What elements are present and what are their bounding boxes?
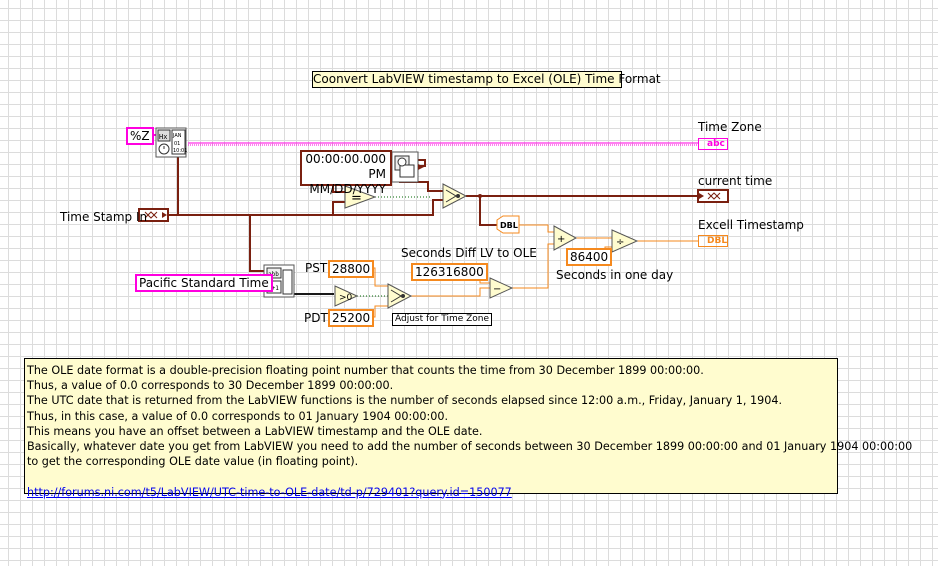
svg-text:JAN: JAN <box>172 133 182 139</box>
equal-node: = <box>344 185 377 209</box>
current-time-label: current time <box>698 174 773 188</box>
timestamp-constant-line1: 00:00:00.000 PM <box>305 152 386 181</box>
timestamp-constant-line2: MM/DD/YYYY <box>309 182 386 196</box>
comment-line: Thus, in this case, a value of 0.0 corre… <box>27 409 449 423</box>
pst-label: PST <box>305 261 328 275</box>
format-date-time-node: Hx JAN 01 10:01 <box>155 127 187 158</box>
pdt-constant[interactable]: 25200 <box>328 309 375 327</box>
add-node: + <box>553 225 578 251</box>
svg-text:+: + <box>557 234 565 245</box>
timezone-name-constant[interactable]: Pacific Standard Time <box>135 274 273 292</box>
comment-line: Basically, whatever date you get from La… <box>27 440 913 454</box>
svg-text:01: 01 <box>174 141 180 147</box>
svg-text:DBL: DBL <box>500 221 518 230</box>
comment-line: The UTC date that is returned from the L… <box>27 394 783 408</box>
select-timestamp-node <box>442 183 468 209</box>
equal-symbol: = <box>351 191 362 206</box>
forum-link[interactable]: http://forums.ni.com/t5/LabVIEW/UTC-time… <box>27 485 512 499</box>
seconds-day-constant[interactable]: 86400 <box>566 248 613 266</box>
greater-than-zero-node: >0 <box>334 285 359 307</box>
get-date-time-node <box>391 151 424 183</box>
time-stamp-in-control <box>138 208 169 222</box>
to-double-node: DBL <box>496 215 520 234</box>
time-zone-label: Time Zone <box>698 120 762 134</box>
time-zone-indicator: abc <box>698 138 728 150</box>
time-stamp-in-label: Time Stamp In <box>60 210 148 224</box>
comment-line: This means you have an offset between a … <box>27 424 483 438</box>
svg-text:−: − <box>493 284 501 295</box>
comment-line: Thus, a value of 0.0 corresponds to 30 D… <box>27 379 394 393</box>
excell-timestamp-indicator: DBL <box>698 235 728 247</box>
svg-text:>0: >0 <box>339 293 353 303</box>
seconds-diff-constant[interactable]: 126316800 <box>411 263 488 281</box>
seconds-in-day-label: Seconds in one day <box>556 268 674 282</box>
comment-line: to get the corresponding OLE date value … <box>27 455 359 469</box>
select-timezone-node <box>387 283 413 309</box>
svg-text:10:01: 10:01 <box>173 148 187 154</box>
time-zone-type: abc <box>707 139 725 149</box>
diagram-title: Coonvert LabVIEW timestamp to Excel (OLE… <box>312 71 661 88</box>
svg-text:5+1: 5+1 <box>268 285 279 292</box>
explanation-comment: The OLE date format is a double-precisio… <box>24 358 913 499</box>
excell-timestamp-label: Excell Timestamp <box>698 218 804 232</box>
divide-node: ÷ <box>611 229 639 253</box>
wire-timezone-string <box>188 142 698 146</box>
format-string-constant[interactable]: %Z <box>126 127 154 145</box>
comment-line: The OLE date format is a double-precisio… <box>27 364 704 377</box>
pst-constant[interactable]: 28800 <box>328 260 375 278</box>
pdt-label: PDT <box>304 311 328 325</box>
excel-type: DBL <box>707 236 728 246</box>
current-time-indicator <box>697 189 729 203</box>
svg-text:÷: ÷ <box>616 237 624 248</box>
timestamp-constant[interactable]: 00:00:00.000 PM MM/DD/YYYY <box>300 150 392 196</box>
subtract-node: − <box>489 277 514 299</box>
svg-text:Hx: Hx <box>159 133 167 141</box>
wire-junction <box>478 194 482 198</box>
seconds-diff-label: Seconds Diff LV to OLE <box>401 246 537 260</box>
svg-text:abb: abb <box>268 271 279 278</box>
adjust-timezone-label: Adjust for Time Zone <box>392 313 493 326</box>
